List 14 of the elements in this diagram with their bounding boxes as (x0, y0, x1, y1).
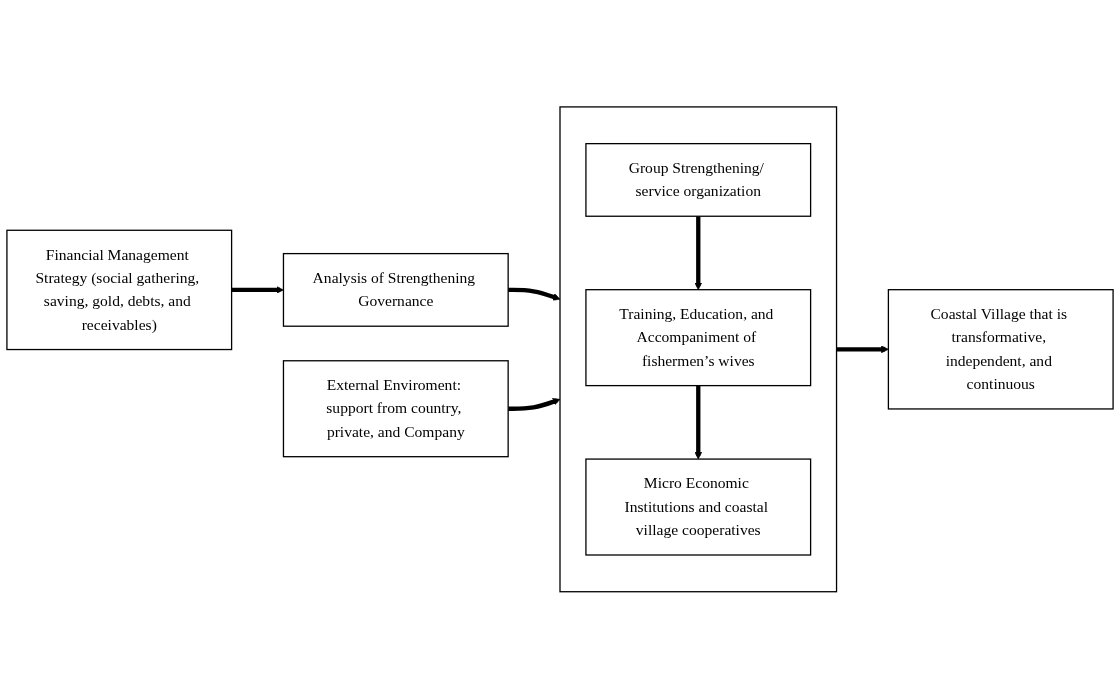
node-box: Coastal Village that is transformative, independent, and continuous (887, 289, 1114, 410)
cluster (559, 106, 838, 593)
node-box: External Enviroment: support from country, private, and Company (282, 360, 509, 458)
arrow (508, 287, 561, 301)
node-box: Analysis of Strengthening Governance (282, 253, 509, 327)
node-box: Financial Management Strategy (social gathering, saving, gold, debts, and receivables) (6, 229, 233, 351)
arrow (508, 398, 561, 412)
node-box: Group Strengthening/ service organization (585, 143, 812, 218)
arrow (231, 286, 284, 294)
arrow (694, 385, 703, 460)
arrow (694, 216, 703, 291)
node-box: Micro Economic Institutions and coastal village cooperatives (585, 458, 812, 556)
arrow (836, 345, 889, 354)
node-box: Training, Education, and Accompaniment of fishermen’s wives (585, 289, 812, 387)
